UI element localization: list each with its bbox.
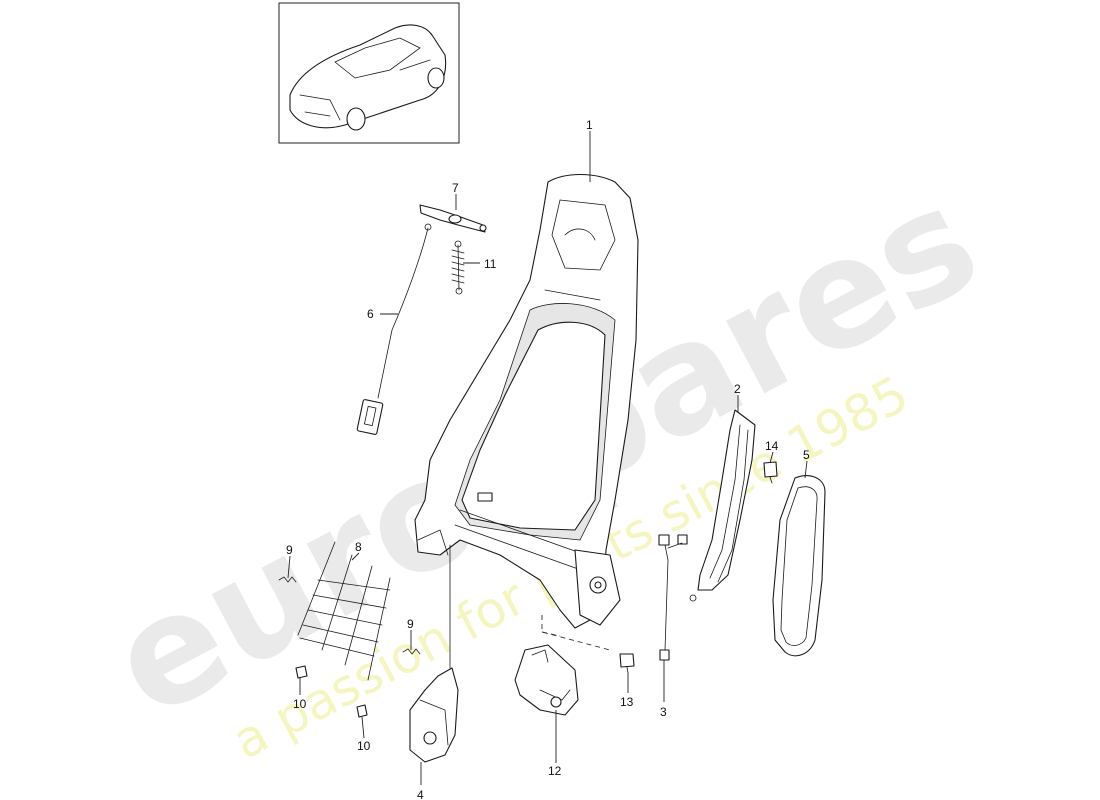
clip-part-10b <box>356 704 368 718</box>
callout-9b[interactable]: 9 <box>407 617 414 631</box>
callout-8[interactable]: 8 <box>355 540 362 554</box>
side-panel-part-5 <box>772 475 826 657</box>
spring-part-9a <box>278 576 297 583</box>
car-icon <box>289 24 447 131</box>
callout-2[interactable]: 2 <box>734 382 741 396</box>
harness-part-3 <box>658 534 697 661</box>
bracket-part-7 <box>419 204 487 233</box>
callout-5[interactable]: 5 <box>803 448 810 462</box>
callout-4[interactable]: 4 <box>417 788 424 800</box>
seat-backrest-frame <box>414 174 639 629</box>
callout-12[interactable]: 12 <box>548 764 562 778</box>
leader-lines <box>287 131 808 785</box>
lumbar-mesh-part-8 <box>297 541 391 681</box>
callouts: 1 2 3 4 5 6 7 8 9 9 10 10 11 12 13 14 <box>286 118 810 800</box>
motor-part-4 <box>409 544 459 763</box>
callout-10a[interactable]: 10 <box>293 697 307 711</box>
callout-10b[interactable]: 10 <box>357 739 371 753</box>
callout-11[interactable]: 11 <box>484 257 497 271</box>
callout-3[interactable]: 3 <box>660 705 667 719</box>
callout-13[interactable]: 13 <box>620 695 634 709</box>
callout-1[interactable]: 1 <box>586 118 593 132</box>
callout-14[interactable]: 14 <box>765 439 779 453</box>
bolt-part-13 <box>619 653 635 674</box>
callout-9a[interactable]: 9 <box>286 543 293 557</box>
car-thumbnail <box>278 2 460 144</box>
cable-part-6 <box>356 223 432 435</box>
spring-part-9b <box>402 648 421 655</box>
side-trim-part-2 <box>697 409 756 591</box>
callout-7[interactable]: 7 <box>452 181 459 195</box>
bolt-part-14 <box>763 461 778 484</box>
clip-part-10a <box>295 665 308 679</box>
recliner-part-12 <box>514 615 611 716</box>
callout-6[interactable]: 6 <box>367 307 374 321</box>
spring-part-11 <box>451 240 465 295</box>
